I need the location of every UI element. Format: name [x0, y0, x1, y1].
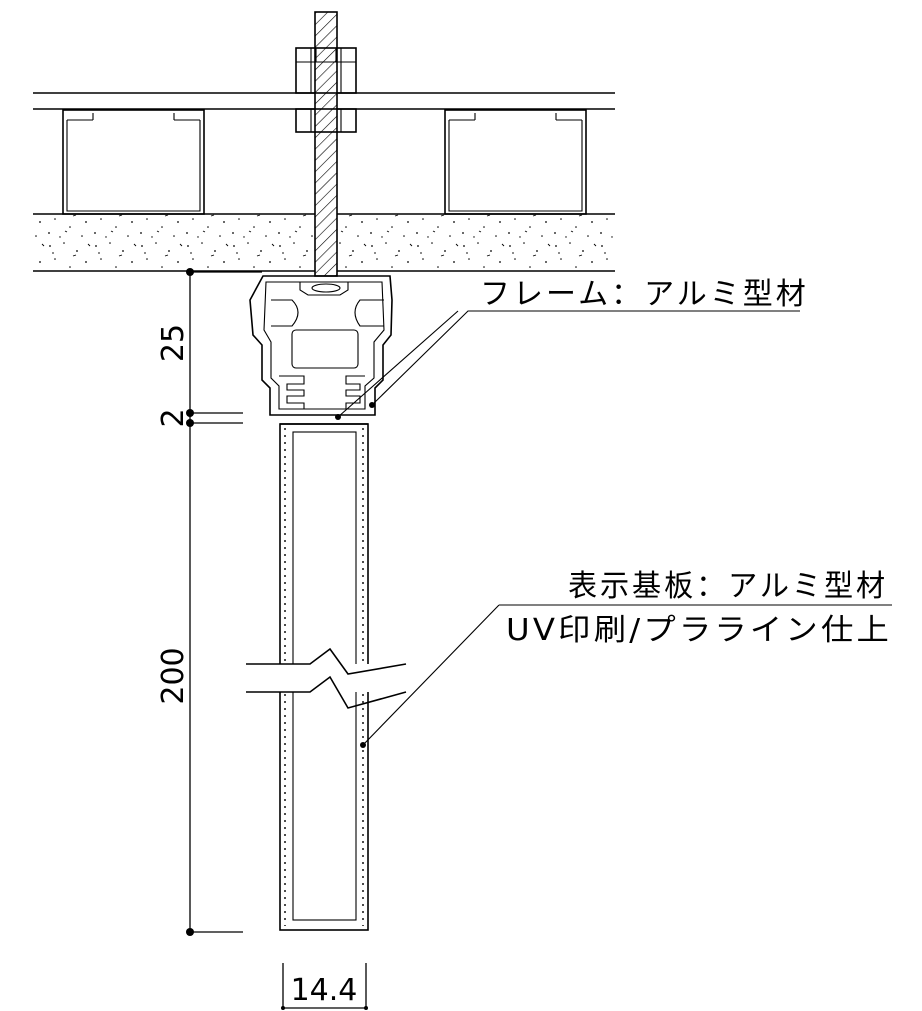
- aluminium-frame: [249, 275, 393, 416]
- board-width-dimension: 14.4: [291, 973, 358, 1008]
- board-label-line2: UV印刷/プラライン仕上: [506, 613, 892, 648]
- left-c-channel: [62, 109, 205, 215]
- board-leader: [360, 604, 892, 748]
- horizontal-dimension: [281, 963, 368, 1010]
- upper-nut: [295, 47, 357, 94]
- break-mark: [246, 647, 407, 709]
- vertical-dimension: [186, 268, 262, 936]
- frame-leader: [335, 310, 800, 420]
- lower-nut: [295, 108, 357, 133]
- frame-label: フレーム：アルミ型材: [480, 277, 809, 312]
- board-height-dimension: 200: [156, 647, 191, 704]
- frame-height-dimension: 25: [156, 324, 191, 362]
- hanging-bolt: [314, 11, 338, 277]
- right-c-channel: [444, 109, 587, 215]
- board-label-line1: 表示基板：アルミ型材: [568, 569, 888, 604]
- gap-dimension: 2: [156, 408, 191, 427]
